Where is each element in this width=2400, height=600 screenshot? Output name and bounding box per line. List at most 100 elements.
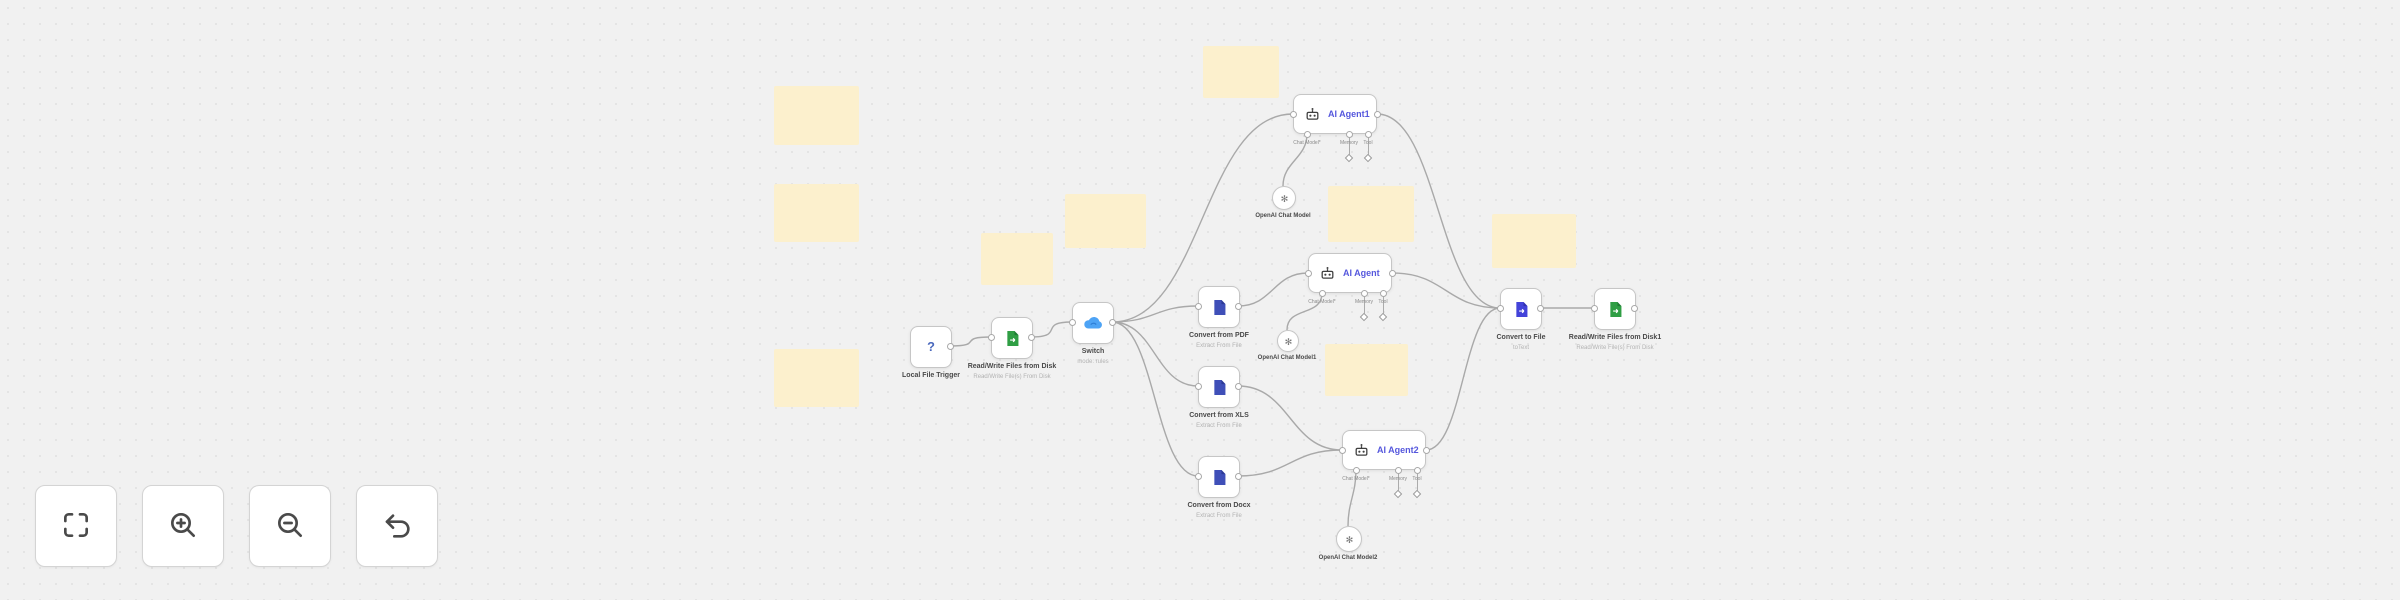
openai-icon: ✻ (1278, 192, 1291, 205)
connector-diamond[interactable] (1359, 312, 1369, 322)
connection-port[interactable] (1303, 130, 1311, 138)
node-sublabel: toText (1512, 344, 1529, 351)
zoom-out-button[interactable] (249, 485, 331, 567)
workflow-edge (1111, 305, 1199, 323)
connector-label: Memory (1339, 140, 1359, 146)
node-convert-from-pdf[interactable]: Convert from PDF Extract From File (1189, 286, 1249, 349)
connection-port[interactable] (946, 342, 954, 350)
connection-port[interactable] (1413, 466, 1421, 474)
node-sublabel: Extract From File (1196, 342, 1242, 349)
connector-label: Chat Model* (1308, 299, 1336, 305)
connection-port[interactable] (1234, 472, 1242, 480)
connection-port[interactable] (1536, 304, 1544, 312)
file-green-icon (1003, 329, 1022, 348)
file-indigo-icon (1210, 468, 1229, 487)
workflow-edge (1237, 272, 1309, 307)
connection-port[interactable] (1496, 304, 1504, 312)
sticky-note[interactable] (1492, 214, 1576, 268)
node-ai-agent-1[interactable]: AI Agent1 (1293, 94, 1377, 134)
workflow-edge (949, 336, 992, 347)
connection-port[interactable] (1194, 382, 1202, 390)
node-ai-agent-2[interactable]: AI Agent (1308, 253, 1392, 293)
file-blue-icon (1512, 300, 1531, 319)
sticky-note[interactable] (1325, 344, 1408, 396)
node-label: Read/Write Files from Disk (967, 363, 1057, 370)
connector-diamond[interactable] (1412, 489, 1422, 499)
connection-port[interactable] (1194, 472, 1202, 480)
connection-port[interactable] (1289, 110, 1297, 118)
node-openai-chat-model-1[interactable]: ✻ (1277, 330, 1299, 352)
node-openai-chat-model-2[interactable]: ✻ (1336, 526, 1362, 552)
svg-text:✻: ✻ (1280, 193, 1288, 204)
robot-icon (1304, 106, 1321, 123)
connector-label: Tool (1363, 140, 1373, 146)
connection-port[interactable] (1352, 466, 1360, 474)
connector-diamond[interactable] (1378, 312, 1388, 322)
connection-port[interactable] (1234, 302, 1242, 310)
connection-port[interactable] (1338, 446, 1346, 454)
cloud-icon (1082, 312, 1104, 334)
node-label: Local File Trigger (902, 372, 960, 379)
node-sublabel: Read/Write File(s) From Disk (1576, 344, 1654, 351)
question-icon: ? (922, 338, 940, 356)
node-label: Read/Write Files from Disk1 (1568, 334, 1662, 341)
node-label: Convert from Docx (1187, 502, 1251, 509)
fit-view-button[interactable] (35, 485, 117, 567)
connector-diamond[interactable] (1363, 153, 1373, 163)
svg-text:?: ? (927, 339, 935, 354)
connection-port[interactable] (1027, 333, 1035, 341)
node-sublabel: mode: rules (1077, 358, 1109, 365)
connection-port[interactable] (1345, 130, 1353, 138)
node-openai-chat-model[interactable]: ✻ (1272, 186, 1296, 210)
node-label-group: Local File Trigger (884, 371, 979, 381)
connection-port[interactable] (1304, 269, 1312, 277)
connection-port[interactable] (1068, 318, 1076, 326)
sticky-note[interactable] (774, 86, 859, 145)
connection-port[interactable] (1373, 110, 1381, 118)
sticky-note[interactable] (981, 233, 1053, 285)
sticky-note[interactable] (774, 184, 859, 242)
node-label: Convert from PDF (1189, 332, 1249, 339)
connection-port[interactable] (1590, 304, 1598, 312)
workflow-edge (1030, 321, 1073, 338)
node-ai-agent-3[interactable]: AI Agent2 (1342, 430, 1426, 470)
node-label: OpenAI Chat Model1 (1257, 355, 1317, 361)
zoom-in-button[interactable] (142, 485, 224, 567)
sticky-note[interactable] (1328, 186, 1414, 242)
workflow-edge (1425, 307, 1501, 451)
connection-port[interactable] (1318, 289, 1326, 297)
sticky-note[interactable] (774, 349, 859, 407)
connector-label: Chat Model* (1342, 476, 1370, 482)
connection-port[interactable] (1194, 302, 1202, 310)
connection-port[interactable] (1108, 318, 1116, 326)
connection-port[interactable] (1388, 269, 1396, 277)
connection-port[interactable] (1364, 130, 1372, 138)
connector-label: Tool (1378, 299, 1388, 305)
connection-port[interactable] (1379, 289, 1387, 297)
connection-port[interactable] (1422, 446, 1430, 454)
connection-port[interactable] (1394, 466, 1402, 474)
node-label-group: Convert from PDF Extract From File (1172, 331, 1267, 350)
sticky-note[interactable] (1203, 46, 1279, 98)
connection-port[interactable] (1630, 304, 1638, 312)
undo-button[interactable] (356, 485, 438, 567)
connection-port[interactable] (1360, 289, 1368, 297)
connection-port[interactable] (987, 333, 995, 341)
sticky-note[interactable] (1065, 194, 1146, 248)
openai-icon: ✻ (1282, 335, 1295, 348)
node-local-file-trigger[interactable]: ? Local File Trigger (902, 326, 960, 379)
connector-diamond[interactable] (1344, 153, 1354, 163)
connection-port[interactable] (1234, 382, 1242, 390)
file-green-icon (1606, 300, 1625, 319)
connector-diamond[interactable] (1393, 489, 1403, 499)
robot-icon (1319, 265, 1336, 282)
